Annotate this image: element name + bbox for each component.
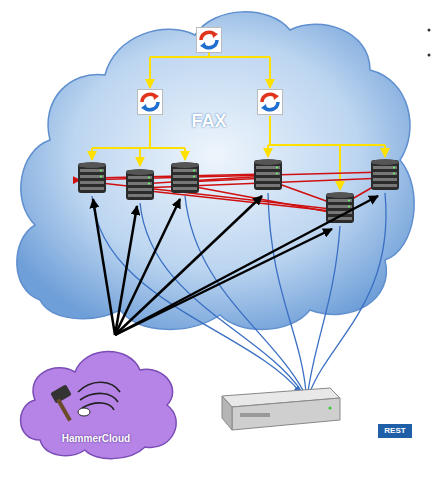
hammercloud-cloud-outline xyxy=(12,340,187,465)
api-label: REST xyxy=(384,427,405,436)
rest-label-box: REST xyxy=(378,424,412,438)
tool-label: HammerCloud xyxy=(62,433,130,444)
cloud-label: FAX xyxy=(191,112,226,132)
hammercloud-cloud: HammerCloud xyxy=(12,340,187,465)
